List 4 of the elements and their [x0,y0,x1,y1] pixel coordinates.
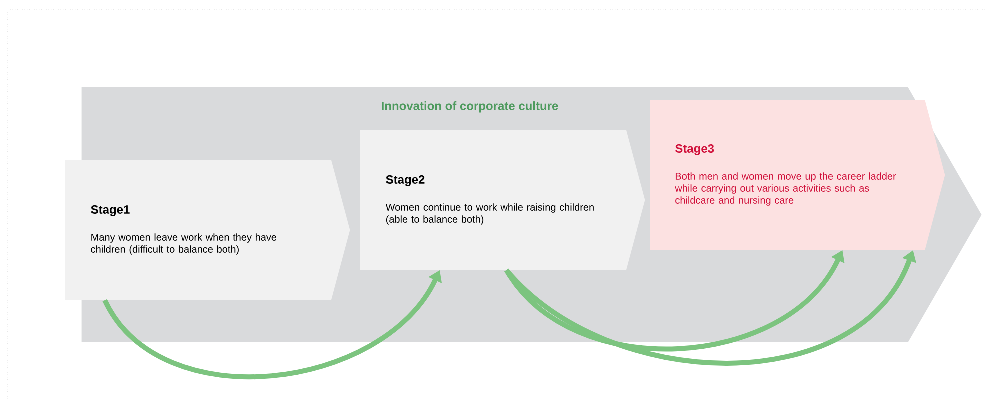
band-title: Innovation of corporate culture [382,102,558,113]
stage-arrow-box: Stage3 Both men and women move up the career ladder while carrying out various activities such as childcare and nursing care [650,100,946,250]
stage-arrow-box: Stage2 Women continue to work while raising children (able to balance both) [360,130,646,270]
stage-arrow-box: Stage1 Many women leave work when they have children (difficult to balance both) [65,160,350,300]
